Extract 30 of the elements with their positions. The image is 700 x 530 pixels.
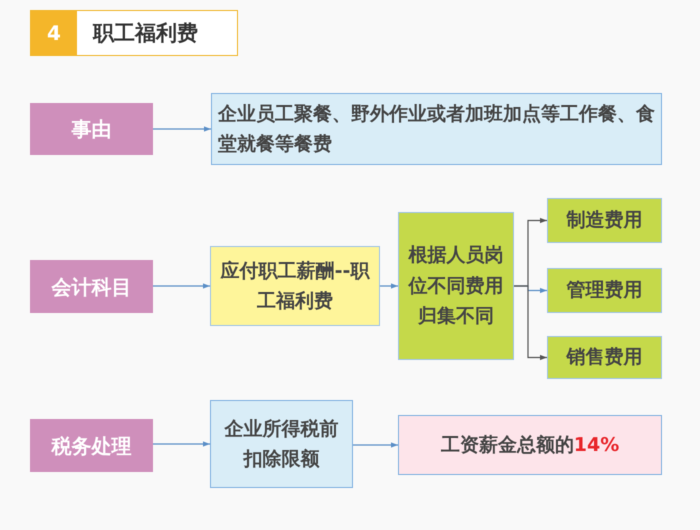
- arrow: [153, 283, 210, 289]
- box-text: 根据人员岗位不同费用归集不同: [407, 243, 504, 330]
- box-text: 管理费用: [566, 278, 642, 303]
- box-text: 工资薪金总额的14%: [440, 432, 620, 458]
- section-title: 职工福利费: [93, 20, 198, 47]
- box-text: 销售费用: [566, 345, 642, 370]
- arrow: [353, 442, 398, 448]
- process-box: [210, 400, 353, 488]
- arrow: [153, 441, 210, 447]
- arrow: [514, 285, 547, 360]
- box-text: 制造费用: [566, 208, 642, 233]
- process-box: [547, 336, 662, 379]
- process-box: [547, 198, 662, 243]
- process-box: [30, 419, 153, 472]
- arrow: [380, 283, 398, 289]
- box-text: 会计科目: [52, 274, 132, 300]
- box-text: 应付职工薪酬--职工福利费: [219, 258, 371, 314]
- box-text: 税务处理: [52, 432, 132, 458]
- box-text: 企业所得税前扣除限额: [223, 416, 340, 472]
- arrow: [153, 126, 211, 132]
- process-box: [547, 268, 662, 313]
- process-box: [30, 260, 153, 313]
- section-number: 4: [31, 11, 77, 55]
- process-box: [30, 103, 153, 155]
- process-box: [398, 212, 514, 360]
- box-text: 企业员工聚餐、野外作业或者加班加点等工作餐、食堂就餐等餐费: [218, 102, 655, 157]
- process-box: [210, 246, 380, 326]
- box-text: 事由: [72, 116, 112, 142]
- process-box: [398, 415, 662, 475]
- process-box: [211, 93, 662, 165]
